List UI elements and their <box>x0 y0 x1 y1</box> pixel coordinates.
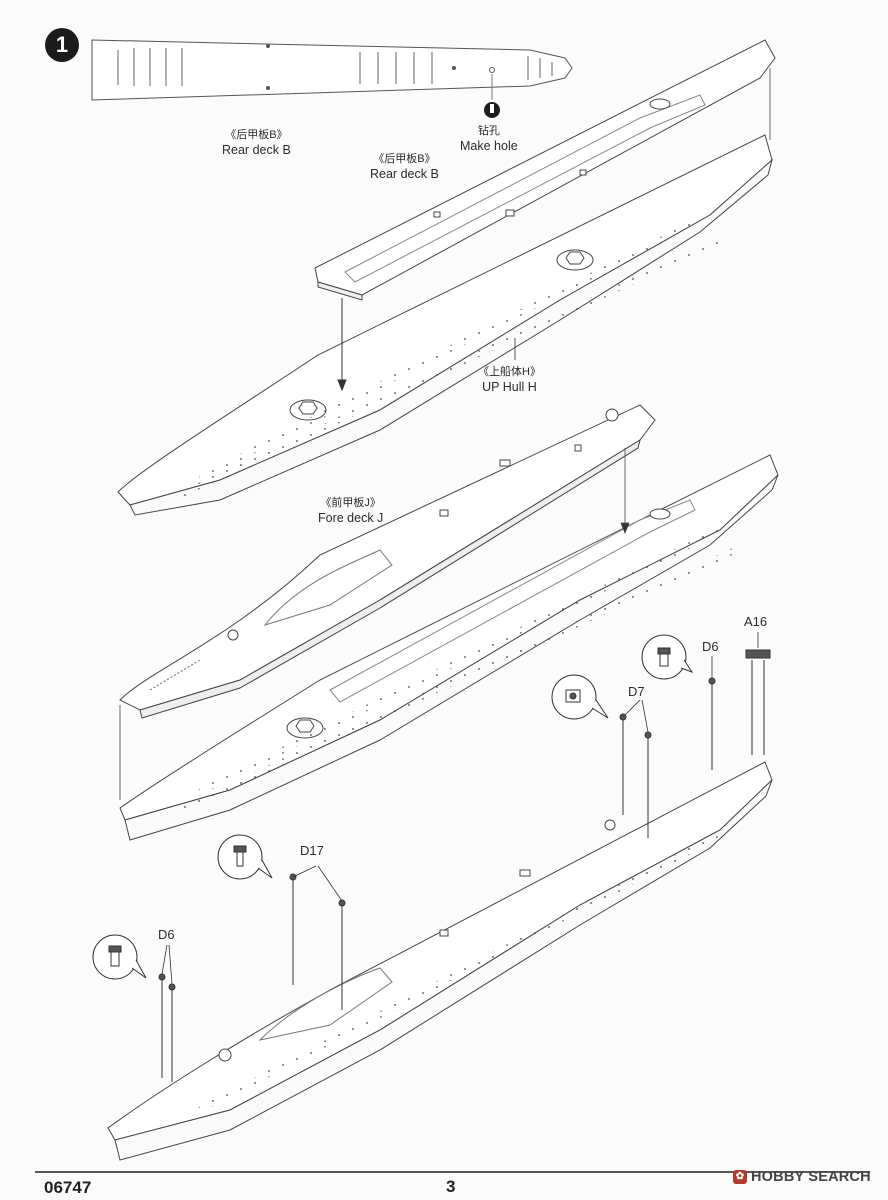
part-id-d6-right: D6 <box>702 639 719 654</box>
part-id-a16: A16 <box>744 614 768 629</box>
assembly-arrow-rear-deck <box>337 298 347 392</box>
label-en: UP Hull H <box>482 380 537 394</box>
part-id-d6-left: D6 <box>158 927 175 942</box>
rear-deck-b-label: 《后甲板B》 Rear deck B <box>370 152 439 182</box>
rear-deck-b-drawing <box>314 39 776 301</box>
label-en: Rear deck B <box>370 167 439 181</box>
label-zh: 《后甲板B》 <box>225 129 288 141</box>
watermark: ✿ HOBBY SEARCH <box>733 1169 871 1185</box>
a16-part-drawing <box>745 649 771 755</box>
fore-deck-j-label: 《前甲板J》 Fore deck J <box>318 496 383 526</box>
d17-detail-callout <box>217 834 346 1010</box>
label-en: Rear deck B <box>222 143 291 157</box>
label-en: Make hole <box>460 139 518 153</box>
up-hull-h-drawing <box>117 68 773 516</box>
label-en: Fore deck J <box>318 511 384 525</box>
label-zh: 《前甲板J》 <box>320 497 381 509</box>
up-hull-h-label: 《上船体H》 UP Hull H <box>478 365 541 395</box>
drill-icon <box>484 102 500 118</box>
part-id-d7: D7 <box>628 684 645 699</box>
label-zh: 《后甲板B》 <box>373 153 436 165</box>
assembly-guide-fore-deck <box>119 448 630 800</box>
d7-detail-callout <box>551 674 652 838</box>
d6-detail-callout-left <box>92 934 176 1082</box>
watermark-logo-icon: ✿ <box>733 1170 747 1184</box>
fore-deck-j-drawing <box>119 404 656 719</box>
rear-deck-plan-drawing <box>91 39 573 101</box>
step-number-badge: 1 <box>45 28 79 62</box>
hull-with-rear-deck-drawing <box>119 454 779 841</box>
watermark-text: HOBBY SEARCH <box>751 1169 871 1185</box>
rear-deck-b-top-label: 《后甲板B》 Rear deck B <box>222 128 291 158</box>
page-number: 3 <box>446 1177 456 1196</box>
make-hole-label: 钻孔 Make hole <box>460 124 518 154</box>
part-leader-lines <box>161 338 759 985</box>
product-code: 06747 <box>44 1178 92 1197</box>
label-zh: 钻孔 <box>477 125 500 137</box>
completed-hull-drawing <box>107 761 773 1161</box>
label-zh: 《上船体H》 <box>478 366 541 378</box>
part-id-d17: D17 <box>300 843 324 858</box>
d6-detail-callout-right <box>641 634 716 770</box>
